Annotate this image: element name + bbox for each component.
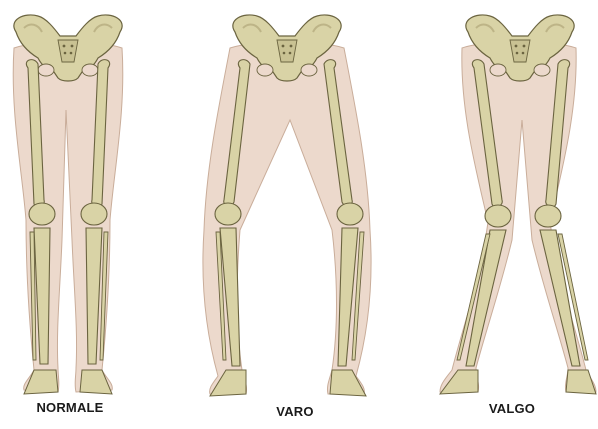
caption-normale: NORMALE (0, 400, 140, 415)
knee-right-normale (81, 203, 107, 225)
knee-right-varo (337, 203, 363, 225)
figure-varo (203, 15, 371, 396)
knee-left-valgo (485, 205, 511, 227)
foot-right-valgo (566, 370, 596, 394)
caption-varo: VARO (225, 404, 365, 419)
figure-normale (13, 15, 123, 394)
foot-left-normale (24, 370, 58, 394)
foot-right-normale (80, 370, 112, 394)
knee-right-valgo (535, 205, 561, 227)
caption-valgo: VALGO (442, 401, 582, 416)
knee-left-varo (215, 203, 241, 225)
knee-left-normale (29, 203, 55, 225)
figure-valgo (440, 15, 596, 394)
